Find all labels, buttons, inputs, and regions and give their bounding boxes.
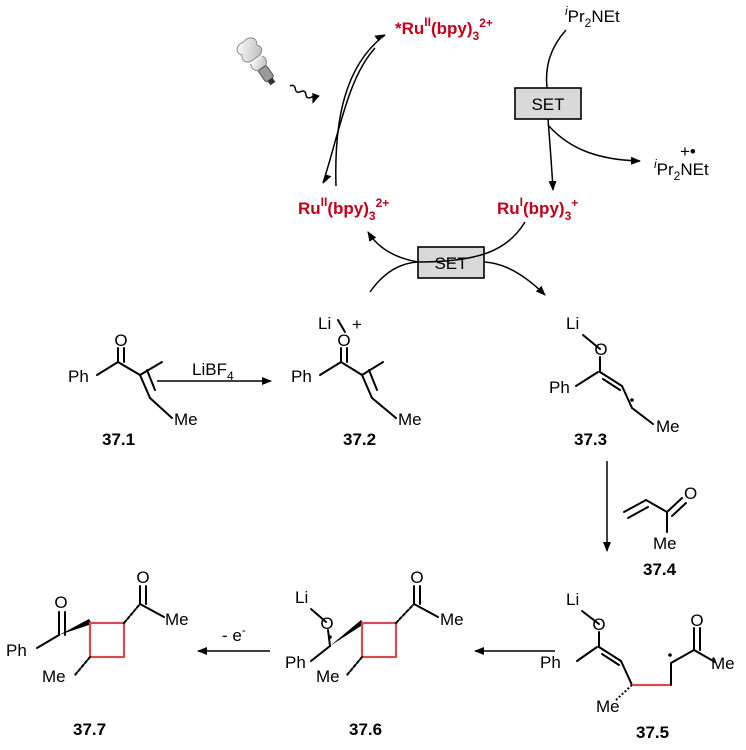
svg-text:O: O <box>592 615 605 634</box>
set-label-bottom: SET <box>434 254 467 273</box>
svg-text:Li: Li <box>318 314 331 333</box>
amine-label: iPr2NEt <box>565 4 620 30</box>
svg-text:37.6: 37.6 <box>349 720 382 739</box>
svg-text:37.7: 37.7 <box>73 720 106 739</box>
svg-text:Me: Me <box>174 410 198 429</box>
svg-text:O: O <box>410 568 423 587</box>
set-label-top: SET <box>531 95 564 114</box>
svg-text:Ph: Ph <box>6 641 27 660</box>
svg-text:O: O <box>594 340 607 359</box>
reagent-label: LiBF4 <box>192 360 234 383</box>
svg-text:Me: Me <box>440 610 464 629</box>
svg-text:Me: Me <box>653 534 677 553</box>
svg-text:O: O <box>136 568 149 587</box>
reduced-catalyst-label: RuI(bpy)3+ <box>497 195 578 223</box>
svg-text:Ph: Ph <box>549 378 570 397</box>
svg-text:Me: Me <box>316 667 340 686</box>
svg-text:37.2: 37.2 <box>343 430 376 449</box>
svg-text:Me: Me <box>656 417 680 436</box>
compound-37-6: Li O Ph Me O Me 37.6 <box>285 568 464 739</box>
compound-37-5: Li O Ph Me O Me 37.5 <box>540 590 735 742</box>
svg-text:O: O <box>684 484 697 503</box>
radical-out-arrow <box>483 261 546 296</box>
relaxation-arrow <box>322 47 376 184</box>
compound-37-3: Li O Ph Me 37.3 <box>549 314 680 449</box>
svg-text:Li: Li <box>566 314 579 333</box>
svg-text:Me: Me <box>398 410 422 429</box>
svg-text:Me: Me <box>165 610 189 629</box>
ground-catalyst-label: RuII(bpy)32+ <box>298 195 389 223</box>
compound-37-4: O Me 37.4 <box>623 484 697 579</box>
svg-text:O: O <box>690 611 703 630</box>
svg-text:Me: Me <box>711 654 735 673</box>
light-bulb-icon <box>236 37 276 86</box>
substrate-in-arrow <box>369 261 419 293</box>
amine-radical-cation-label: iPr2NEt <box>654 157 709 183</box>
compound-37-1: O Ph Me 37.1 <box>68 331 198 449</box>
compound-37-7: O Ph Me O Me 37.7 <box>6 568 189 739</box>
set-bottom-to-ground-arrow <box>367 221 526 263</box>
svg-text:Ph: Ph <box>291 367 312 386</box>
svg-text:O: O <box>114 331 127 350</box>
svg-text:Ph: Ph <box>540 653 561 672</box>
excited-catalyst-label: *RuII(bpy)32+ <box>395 15 493 43</box>
photocatalytic-cycle: *RuII(bpy)32+ iPr2NEt +• iPr2NEt SET RuI… <box>236 4 709 296</box>
svg-text:37.1: 37.1 <box>102 430 135 449</box>
amine-radical-cation-charge: +• <box>680 142 696 161</box>
light-wave-icon <box>289 84 320 104</box>
svg-text:+: + <box>352 315 362 334</box>
svg-text:O: O <box>320 614 333 633</box>
amine-in-arrow <box>545 29 567 89</box>
svg-text:O: O <box>54 593 67 612</box>
svg-text:Li: Li <box>566 590 579 609</box>
svg-text:37.5: 37.5 <box>636 723 669 742</box>
amine-out-arrow <box>547 124 641 165</box>
svg-text:37.4: 37.4 <box>643 560 677 579</box>
svg-text:Li: Li <box>295 588 308 607</box>
compound-37-2: O + Li Ph Me 37.2 <box>291 314 422 449</box>
svg-text:Me: Me <box>596 697 620 716</box>
svg-text:Ph: Ph <box>68 367 89 386</box>
electron-loss-label: - e- <box>222 623 246 645</box>
svg-text:37.3: 37.3 <box>574 430 607 449</box>
set-box-top <box>514 87 582 120</box>
svg-text:Ph: Ph <box>285 653 306 672</box>
svg-text:O: O <box>337 331 350 350</box>
svg-text:Me: Me <box>42 667 66 686</box>
excitation-arrow <box>335 34 386 187</box>
